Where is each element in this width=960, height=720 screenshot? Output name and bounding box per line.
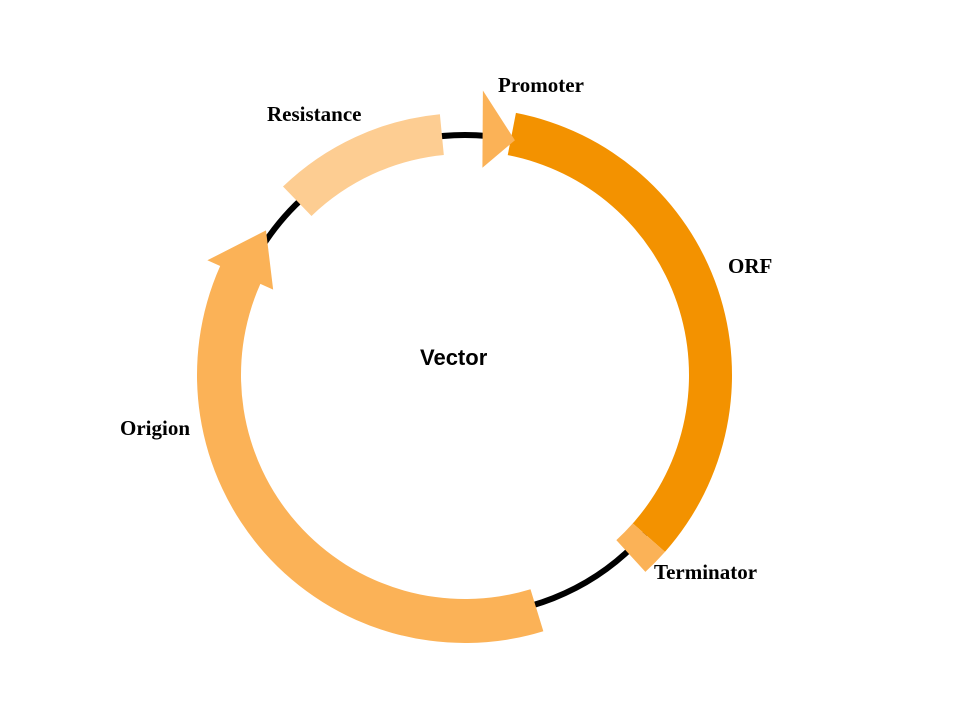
orf-segment (507, 112, 732, 552)
resistance-label: Resistance (267, 102, 362, 126)
origin-arrow (196, 230, 544, 643)
vector-title: Vector (420, 345, 488, 370)
terminator-segment (616, 523, 665, 572)
terminator-label: Terminator (654, 560, 758, 584)
resistance-segment (282, 114, 444, 217)
promoter-arrow (482, 90, 515, 168)
orf-label: ORF (728, 254, 773, 278)
promoter-label: Promoter (498, 73, 584, 97)
origin-label: Origion (120, 416, 191, 440)
